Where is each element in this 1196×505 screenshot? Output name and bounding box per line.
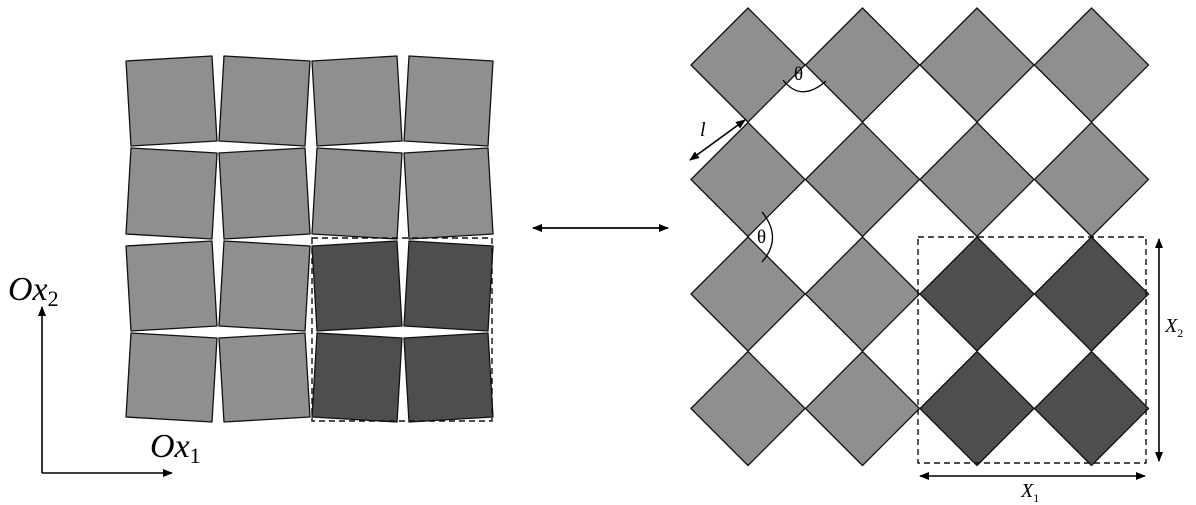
right-tile bbox=[804, 121, 921, 238]
right-tile bbox=[804, 350, 921, 467]
left-tile bbox=[218, 147, 311, 240]
left-tile bbox=[403, 147, 494, 240]
left-tile bbox=[218, 55, 311, 147]
left-tile bbox=[403, 55, 494, 147]
cell-height-label: X2 bbox=[1164, 315, 1183, 340]
angle-arc-mid bbox=[761, 211, 774, 263]
right-tile bbox=[690, 350, 806, 467]
right-tile bbox=[919, 236, 1035, 352]
right-tile bbox=[1033, 350, 1150, 467]
right-tile bbox=[804, 236, 921, 352]
angle-arc-top bbox=[782, 79, 827, 93]
left-tile bbox=[311, 240, 403, 332]
right-tile bbox=[1033, 7, 1150, 123]
left-tile bbox=[218, 332, 311, 423]
angle-label-mid: θ bbox=[757, 227, 766, 248]
right-tile bbox=[1033, 236, 1150, 352]
edge-length-label: l bbox=[700, 119, 706, 141]
left-tile bbox=[125, 55, 218, 147]
left-tile-structure bbox=[125, 55, 494, 423]
right-tile bbox=[690, 236, 806, 352]
right-tile bbox=[804, 7, 921, 123]
right-tile bbox=[690, 121, 806, 238]
right-tile bbox=[919, 350, 1035, 467]
angle-label-top: θ bbox=[794, 64, 803, 85]
cell-width-label: X1 bbox=[1020, 480, 1039, 505]
right-tile bbox=[919, 7, 1035, 123]
left-tile bbox=[403, 240, 494, 332]
right-tile bbox=[919, 121, 1035, 238]
left-tile bbox=[125, 240, 218, 332]
left-tile bbox=[311, 332, 403, 423]
left-unit-cell-outline bbox=[311, 237, 493, 422]
right-tile bbox=[690, 7, 806, 123]
left-tile bbox=[125, 332, 218, 423]
left-tile bbox=[218, 240, 311, 332]
right-unit-cell-outline bbox=[917, 236, 1147, 464]
left-tile bbox=[311, 55, 403, 147]
right-tile bbox=[1033, 121, 1150, 238]
vertical-axis-label: Ox2 bbox=[8, 271, 59, 311]
left-tile bbox=[125, 147, 218, 240]
horizontal-axis-label: Ox1 bbox=[150, 428, 201, 468]
edge-length-arrow bbox=[689, 119, 746, 161]
right-tile-structure bbox=[690, 7, 1150, 467]
left-tile bbox=[403, 332, 494, 423]
left-coordinate-axes: Ox2 Ox1 bbox=[8, 271, 201, 477]
left-tile bbox=[311, 147, 403, 240]
